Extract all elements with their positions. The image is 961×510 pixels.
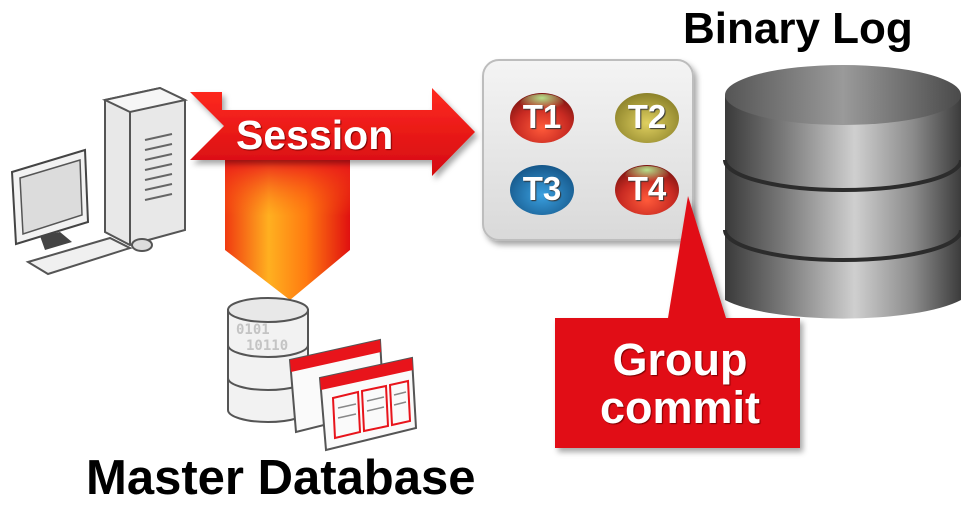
- svg-text:0101: 0101: [236, 322, 270, 338]
- session-arrow: [190, 88, 475, 176]
- transaction-t1-icon: [510, 93, 574, 143]
- group-commit-label: Group commit: [570, 336, 790, 432]
- transaction-t4-label: T4: [627, 170, 667, 207]
- transaction-t4-icon: [615, 165, 679, 215]
- computer-icon: [10, 86, 189, 276]
- transaction-t3-icon: [510, 165, 574, 215]
- svg-text:10110: 10110: [246, 338, 288, 354]
- down-arrow-icon: [225, 160, 350, 300]
- binary-log-title: Binary Log: [683, 4, 913, 53]
- master-database-icon: 0101 10110: [227, 297, 418, 452]
- session-label: Session: [236, 112, 394, 158]
- group-commit-line1: Group: [612, 334, 748, 385]
- group-commit-callout: [555, 196, 800, 448]
- transaction-t2-label: T2: [627, 98, 667, 135]
- master-database-title: Master Database: [86, 451, 476, 505]
- transaction-t3-label: T3: [522, 170, 562, 207]
- binary-log-cylinder-icon: [723, 65, 961, 319]
- transactions-panel: [482, 59, 694, 241]
- transaction-t2-icon: [615, 93, 679, 143]
- group-commit-line2: commit: [599, 382, 761, 433]
- transaction-t1-label: T1: [522, 98, 562, 135]
